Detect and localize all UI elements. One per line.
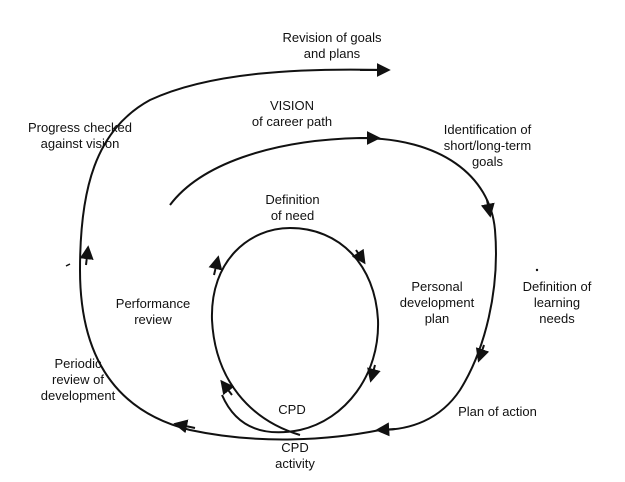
label-cpd: CPD <box>278 402 306 417</box>
label-definition-of-need: Definition of need <box>265 192 320 223</box>
label-progress-checked: Progress checked against vision <box>27 120 133 151</box>
arrow-inner-right-down <box>367 364 381 383</box>
outer-loop-path <box>78 68 386 441</box>
label-personal-development-plan: Personal development plan <box>399 279 475 326</box>
stray-mark-left <box>65 263 71 267</box>
arrow-periodic-review <box>173 419 196 434</box>
arrow-inner-left-up <box>208 255 223 276</box>
label-vision: VISION of career path <box>251 98 333 129</box>
stray-dot-right <box>535 268 539 272</box>
label-identification: Identification of short/long-term goals <box>443 122 532 169</box>
label-definition-of-learning-needs: Definition of learning needs <box>522 279 592 326</box>
label-periodic-review: Periodic review of development <box>40 356 116 403</box>
inner-loop-path <box>210 226 380 436</box>
arrow-plan-of-action <box>375 422 396 437</box>
arrow-inner-top-right <box>351 248 366 265</box>
arrow-down-right-learning <box>475 344 490 363</box>
label-performance-review: Performance review <box>115 296 191 327</box>
arrow-progress-up <box>79 245 94 266</box>
label-revision-of-goals: Revision of goals and plans <box>282 30 382 61</box>
label-plan-of-action: Plan of action <box>458 404 537 419</box>
label-cpd-activity: CPD activity <box>275 440 315 471</box>
arrow-down-right-goals <box>480 199 495 218</box>
arrow-inner-bottom-left <box>220 379 235 396</box>
